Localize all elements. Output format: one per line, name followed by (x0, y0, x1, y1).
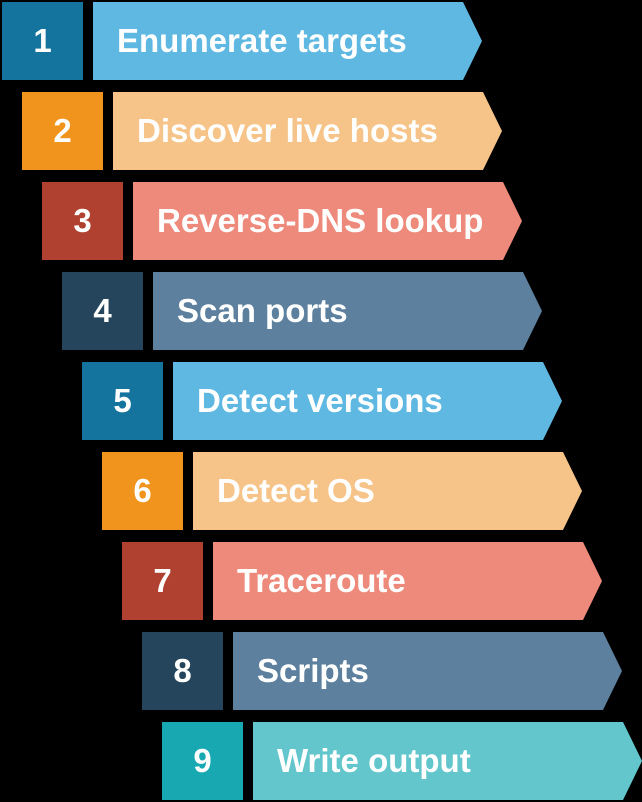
step-arrow: Enumerate targets (93, 2, 482, 80)
workflow-step-4: 4 Scan ports (62, 272, 542, 350)
step-arrow: Detect versions (173, 362, 562, 440)
step-label: Scripts (257, 652, 369, 689)
step-arrow: Reverse-DNS lookup (133, 182, 522, 260)
step-label: Detect versions (197, 382, 443, 419)
step-number-box: 6 (102, 452, 183, 530)
step-arrow: Discover live hosts (113, 92, 502, 170)
workflow-step-2: 2 Discover live hosts (22, 92, 502, 170)
step-number: 5 (113, 382, 132, 419)
workflow-step-1: 1 Enumerate targets (2, 2, 482, 80)
workflow-step-9: 9 Write output (162, 722, 642, 800)
step-arrow: Detect OS (193, 452, 582, 530)
step-number: 4 (93, 292, 112, 329)
step-number-box: 8 (142, 632, 223, 710)
step-number-box: 5 (82, 362, 163, 440)
step-arrow: Scan ports (153, 272, 542, 350)
step-label: Scan ports (177, 292, 348, 329)
workflow-step-8: 8 Scripts (142, 632, 622, 710)
step-label: Reverse-DNS lookup (157, 202, 484, 239)
step-number: 7 (153, 562, 172, 599)
step-label: Detect OS (217, 472, 375, 509)
workflow-step-5: 5 Detect versions (82, 362, 562, 440)
workflow-step-3: 3 Reverse-DNS lookup (42, 182, 522, 260)
step-number-box: 1 (2, 2, 83, 80)
workflow-step-6: 6 Detect OS (102, 452, 582, 530)
step-number-box: 2 (22, 92, 103, 170)
step-number: 1 (33, 22, 52, 59)
step-label: Traceroute (237, 562, 406, 599)
step-number-box: 4 (62, 272, 143, 350)
step-arrow: Traceroute (213, 542, 602, 620)
step-label: Write output (277, 742, 471, 779)
step-number: 3 (73, 202, 92, 239)
step-arrow: Write output (253, 722, 642, 800)
step-number-box: 7 (122, 542, 203, 620)
step-number: 2 (53, 112, 72, 149)
step-number: 9 (193, 742, 212, 779)
step-number-box: 9 (162, 722, 243, 800)
step-number: 6 (133, 472, 152, 509)
workflow-step-7: 7 Traceroute (122, 542, 602, 620)
step-number-box: 3 (42, 182, 123, 260)
step-arrow: Scripts (233, 632, 622, 710)
step-label: Discover live hosts (137, 112, 438, 149)
step-number: 8 (173, 652, 192, 689)
step-label: Enumerate targets (117, 22, 407, 59)
